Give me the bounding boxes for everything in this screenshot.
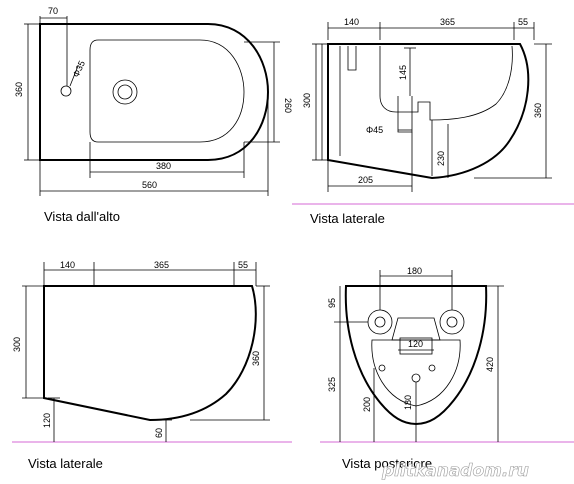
dim-140a: 140 <box>344 17 359 27</box>
dim-120b: 120 <box>408 339 423 349</box>
watermark: plitkanadom.ru <box>381 461 529 481</box>
dim-200: 200 <box>362 397 372 412</box>
dim-180a: 180 <box>407 266 422 276</box>
rear-fixing-left-inner <box>374 316 386 328</box>
top-view-outline <box>39 23 270 161</box>
drain-outer <box>112 79 138 105</box>
dim-120a: 120 <box>42 413 52 428</box>
dim-230: 230 <box>436 151 446 166</box>
side-outline-caption: Vista laterale <box>28 456 103 471</box>
rear-fixing-right-inner <box>446 316 458 328</box>
side-section-view: 140 365 55 300 145 360 Φ45 205 230 Vista… <box>292 17 574 226</box>
rear-view-caption: Vista posteriore <box>342 456 432 471</box>
dim-300a: 300 <box>302 93 312 108</box>
dim-180b: 180 <box>403 395 413 410</box>
dim-420: 420 <box>485 357 495 372</box>
side-outline-body <box>43 285 257 422</box>
top-view-caption: Vista dall'alto <box>44 209 120 224</box>
dim-55a: 55 <box>518 17 528 27</box>
top-view: 70 360 260 380 560 Φ35 Vista dall'alto <box>14 6 293 224</box>
dim-70: 70 <box>48 6 58 16</box>
side-section-caption: Vista laterale <box>310 211 385 226</box>
top-view-bowl <box>89 39 245 143</box>
rear-view: 180 95 120 325 420 200 180 Vista posteri… <box>320 266 574 471</box>
drain-inner <box>117 84 133 100</box>
dim-360: 360 <box>14 82 24 97</box>
dim-95: 95 <box>327 298 337 308</box>
dim-hole: Φ35 <box>71 59 87 79</box>
dim-260: 260 <box>283 98 293 113</box>
dim-d45: Φ45 <box>366 125 383 135</box>
dim-205: 205 <box>358 175 373 185</box>
dim-60: 60 <box>154 428 164 438</box>
dim-360b: 360 <box>251 351 261 366</box>
dim-380: 380 <box>156 161 171 171</box>
side-section-bowl <box>379 45 513 121</box>
rear-fixing-right-outer <box>439 309 465 335</box>
dim-325: 325 <box>327 377 337 392</box>
dim-365a: 365 <box>440 17 455 27</box>
dim-365b: 365 <box>154 260 169 270</box>
dim-140b: 140 <box>60 260 75 270</box>
dim-300b: 300 <box>12 337 22 352</box>
dim-560: 560 <box>142 180 157 190</box>
tap-hole <box>60 85 72 97</box>
rear-fixing-left-outer <box>367 309 393 335</box>
side-outline-view: 140 365 55 300 360 120 60 Vista laterale <box>12 260 292 471</box>
dim-55b: 55 <box>238 260 248 270</box>
dim-360a: 360 <box>533 103 543 118</box>
dim-145: 145 <box>398 65 408 80</box>
side-section-body <box>327 43 530 180</box>
